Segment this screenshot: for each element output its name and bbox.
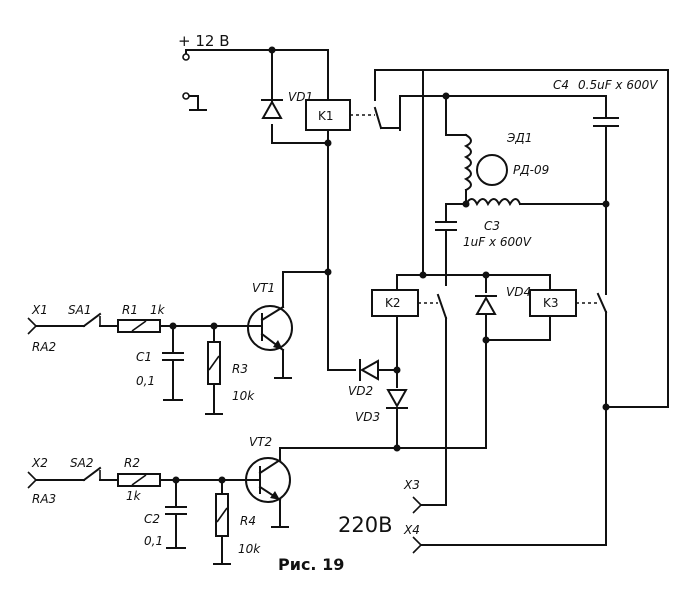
label-ra3: RA3 (32, 492, 56, 506)
label-r2: R2 (124, 456, 140, 470)
relay-k2 (371, 289, 448, 320)
capacitor-c1 (162, 352, 184, 361)
diode-vd3 (386, 389, 408, 409)
diode-vd4 (475, 295, 497, 315)
terminal-x2 (27, 471, 38, 489)
label-c1: C1 (136, 350, 152, 364)
diode-vd2 (359, 359, 379, 381)
label-x2: X2 (31, 456, 48, 470)
label-c4: C4 (553, 78, 569, 92)
label-x3: X3 (403, 478, 420, 492)
label-k3: K3 (543, 296, 559, 310)
wiring (35, 49, 669, 565)
label-x4: X4 (403, 523, 420, 537)
label-vt2: VT2 (249, 435, 272, 449)
label-c3-value: 1uF x 600V (463, 235, 532, 249)
terminal-x3 (412, 496, 423, 514)
transistor-vt1 (247, 305, 293, 352)
capacitor-c4 (593, 117, 619, 127)
label-r1: R1 (122, 303, 138, 317)
resistor-r1 (117, 319, 161, 333)
label-c4-value: 0.5uF x 600V (578, 78, 658, 92)
label-vd1: VD1 (288, 90, 313, 104)
capacitor-c2 (165, 506, 187, 515)
supply-label: + 12 В (178, 32, 229, 50)
label-r4-value: 10k (238, 542, 261, 556)
switch-sa1 (82, 312, 102, 328)
junctions (169, 46, 610, 484)
label-c2: C2 (144, 512, 160, 526)
resistor-r4 (215, 493, 229, 537)
supply-terminal (182, 53, 190, 100)
mains-label: 220В (338, 513, 393, 537)
resistor-r3 (207, 341, 221, 385)
terminal-x1 (27, 317, 38, 335)
label-c1-value: 0,1 (136, 374, 155, 388)
label-k2: K2 (385, 296, 401, 310)
label-ra2: RA2 (32, 340, 56, 354)
label-r4: R4 (240, 514, 256, 528)
label-r3-value: 10k (232, 389, 255, 403)
label-vd4: VD4 (506, 285, 531, 299)
label-r2-value: 1k (126, 489, 142, 503)
label-sa1: SA1 (68, 303, 91, 317)
terminal-x4 (412, 536, 423, 554)
label-c2-value: 0,1 (144, 534, 163, 548)
label-ed1: ЭД1 (506, 131, 532, 145)
label-motor: РД-09 (513, 163, 549, 177)
resistor-r2 (117, 473, 161, 487)
motor-ed1 (463, 133, 522, 207)
label-vd3: VD3 (355, 410, 380, 424)
diode-vd1 (261, 95, 283, 119)
label-vd2: VD2 (348, 384, 373, 398)
capacitor-c3 (435, 221, 457, 231)
label-r1-value: 1k (150, 303, 166, 317)
figure-caption: Рис. 19 (278, 555, 344, 574)
relay-k1 (305, 99, 401, 131)
label-c3: C3 (484, 219, 500, 233)
relay-k3 (529, 289, 608, 317)
transistor-vt2 (245, 457, 291, 503)
label-sa2: SA2 (70, 456, 93, 470)
switch-sa2 (82, 466, 102, 482)
label-vt1: VT1 (252, 281, 275, 295)
label-k1: K1 (318, 109, 334, 123)
label-x1: X1 (31, 303, 48, 317)
label-r3: R3 (232, 362, 248, 376)
